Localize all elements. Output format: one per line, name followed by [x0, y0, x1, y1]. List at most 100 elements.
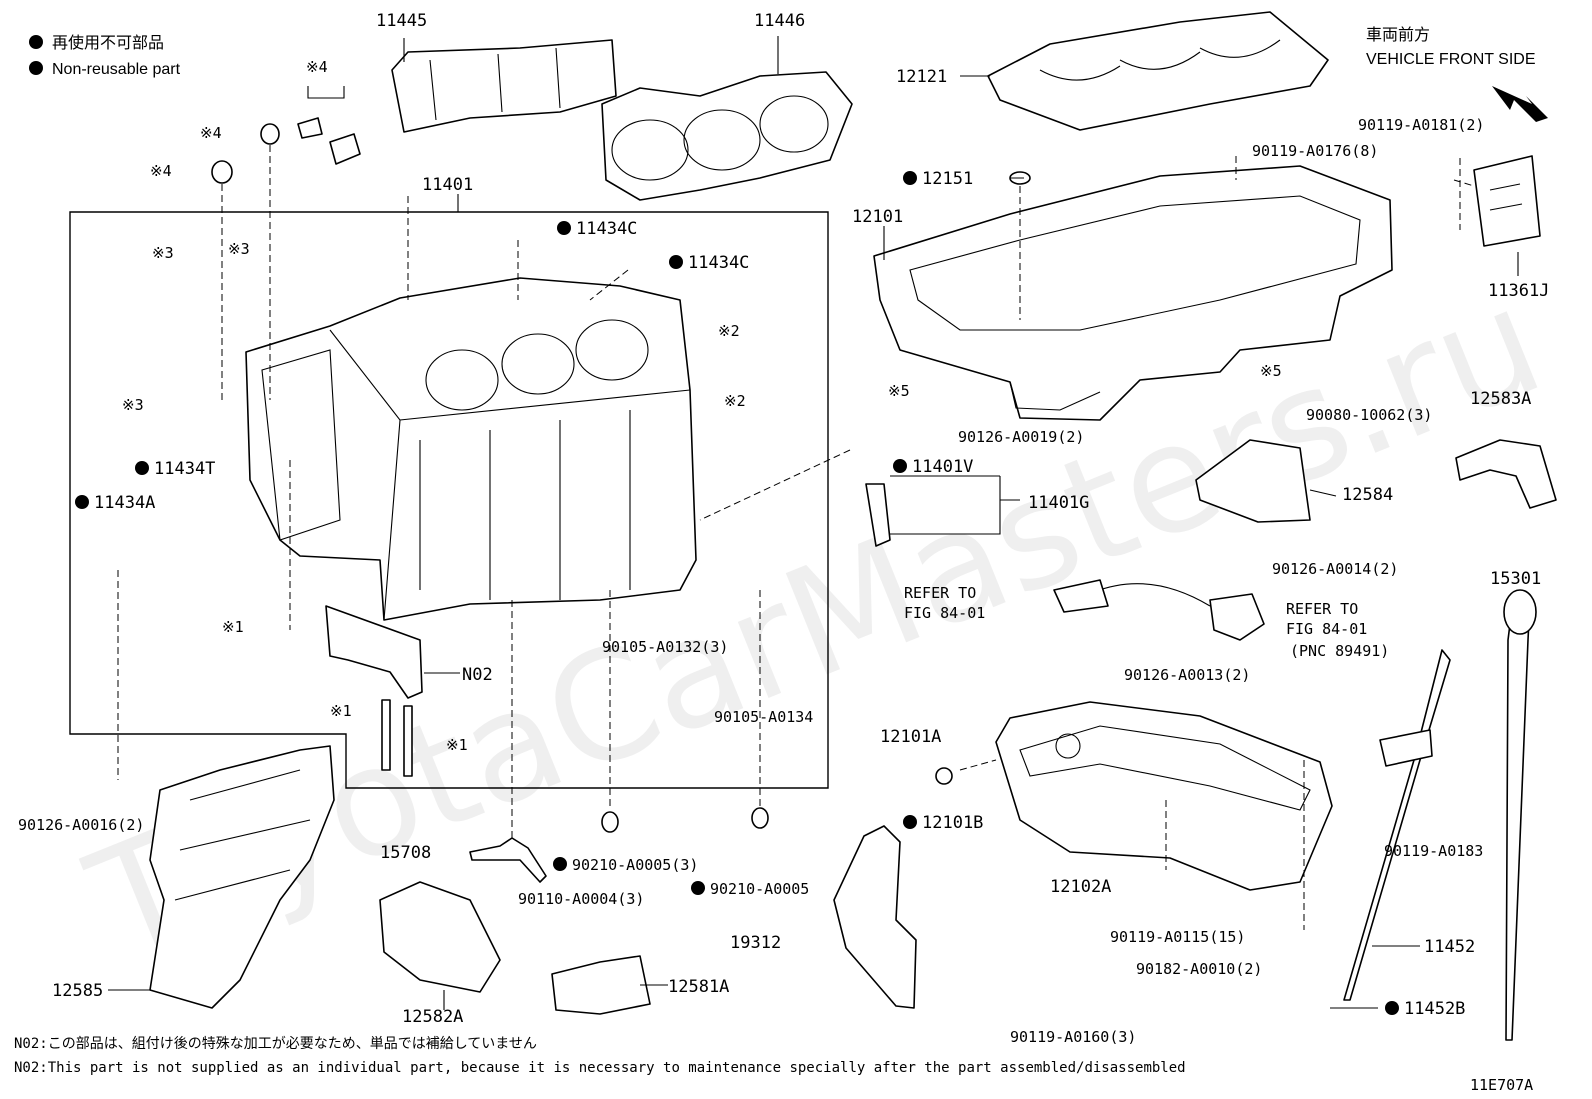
seal-part: [211, 160, 233, 184]
ref-mark-1: ※1: [222, 618, 244, 636]
oil-pan-upper-12101-part: [873, 165, 1393, 421]
callout-90119-A0183: 90119-A0183: [1384, 842, 1483, 860]
seal-part: [935, 767, 953, 785]
callout-12101B: 12101B: [922, 813, 983, 833]
ref-mark-3: ※3: [122, 396, 144, 414]
callout-90080-10062: 90080-10062(3): [1306, 406, 1432, 424]
callout-90210-A0005-3: 90210-A0005(3): [572, 856, 698, 874]
front-arrow-icon: [1492, 86, 1548, 122]
ref-mark-3: ※3: [152, 244, 174, 262]
dipstick-guide-bracket: [1379, 729, 1433, 767]
callout-11452: 11452: [1424, 937, 1475, 957]
callout-12585: 12585: [52, 981, 103, 1001]
callout-90110-A0004: 90110-A0004(3): [518, 890, 644, 908]
bolt-part: [381, 699, 391, 771]
callout-15301: 15301: [1490, 569, 1541, 589]
callout-90126-A0013: 90126-A0013(2): [1124, 666, 1250, 684]
baffle-plate-12121-part: [987, 11, 1329, 131]
callout-90105-A0132: 90105-A0132(3): [602, 638, 728, 656]
ref-mark-3: ※3: [228, 240, 250, 258]
seal-part: [601, 811, 619, 833]
direction-en: VEHICLE FRONT SIDE: [1366, 51, 1536, 68]
callout-11434C-a: 11434C: [576, 219, 637, 239]
callout-11452B: 11452B: [1404, 999, 1465, 1019]
refer-2-line-b: FIG 84-01: [1286, 620, 1367, 638]
ref-mark-1: ※1: [330, 702, 352, 720]
ref-mark-4: ※4: [150, 162, 172, 180]
bolt-part: [403, 705, 413, 777]
callout-N02: N02: [462, 665, 493, 685]
ref-mark-2: ※2: [724, 392, 746, 410]
seal-part: [751, 807, 769, 829]
ref-mark-4: ※4: [200, 124, 222, 142]
legend-bullet-icon: [29, 61, 43, 75]
cover-11445-part: [391, 39, 617, 133]
bearing-cap-N02-part: [325, 605, 423, 699]
callout-11401: 11401: [422, 175, 473, 195]
insulator-12583A-part: [1455, 439, 1557, 509]
callout-11434T: 11434T: [154, 459, 215, 479]
callout-12102A: 12102A: [1050, 877, 1111, 897]
callout-11401V: 11401V: [912, 457, 973, 477]
ref-mark-1: ※1: [446, 736, 468, 754]
legend-ja: 再使用不可部品: [52, 34, 164, 52]
callout-12584: 12584: [1342, 485, 1393, 505]
callout-11361J: 11361J: [1488, 281, 1549, 301]
refer-1-line-a: REFER TO: [904, 584, 976, 602]
callout-15708: 15708: [380, 843, 431, 863]
insulator-12581A-part: [551, 955, 651, 1015]
direction-ja: 車両前方: [1366, 26, 1430, 44]
callout-90119-A0181: 90119-A0181(2): [1358, 116, 1484, 134]
dipstick-15301-part: [1505, 591, 1531, 1041]
refer-2-line-a: REFER TO: [1286, 600, 1358, 618]
callout-90119-A0176: 90119-A0176(8): [1252, 142, 1378, 160]
callout-90126-A0019: 90126-A0019(2): [958, 428, 1084, 446]
ref-mark-4: ※4: [306, 58, 328, 76]
figure-code: 11E707A: [1470, 1076, 1533, 1094]
callout-12582A: 12582A: [402, 1007, 463, 1027]
oil-level-sensor-part: [1209, 593, 1265, 641]
callout-90182-A0010: 90182-A0010(2): [1136, 960, 1262, 978]
note-ja: N02:この部品は、組付け後の特殊な加工が必要なため、単品では補給していません: [14, 1036, 537, 1052]
callout-19312: 19312: [730, 933, 781, 953]
callout-12151: 12151: [922, 169, 973, 189]
callout-11401G: 11401G: [1028, 493, 1089, 513]
insulator-11446-part: [601, 71, 853, 201]
plate-11361J-part: [1473, 155, 1541, 247]
callout-12581A: 12581A: [668, 977, 729, 997]
callout-90119-A0115: 90119-A0115(15): [1110, 928, 1245, 946]
sensor-11401G-part: [865, 483, 891, 547]
callout-12121: 12121: [896, 67, 947, 87]
plug-part: [297, 117, 323, 139]
insulator-12585-part: [149, 745, 335, 1009]
switch-part: [329, 133, 361, 165]
oil-jet-15708-part: [469, 837, 547, 883]
refer-1-line-b: FIG 84-01: [904, 604, 985, 622]
callout-12583A: 12583A: [1470, 389, 1531, 409]
bracket-19312-part: [833, 825, 917, 1009]
legend-bullet-icon: [29, 35, 43, 49]
callout-11445: 11445: [376, 11, 427, 31]
callout-90210-A0005: 90210-A0005: [710, 880, 809, 898]
callout-11434A: 11434A: [94, 493, 155, 513]
callout-11434C-b: 11434C: [688, 253, 749, 273]
legend: 再使用不可部品 Non-reusable part: [29, 34, 181, 78]
legend-en: Non-reusable part: [52, 61, 181, 78]
oil-pan-lower-12102A-part: [995, 701, 1333, 891]
callout-90119-A0160: 90119-A0160(3): [1010, 1028, 1136, 1046]
callout-90126-A0014: 90126-A0014(2): [1272, 560, 1398, 578]
refer-2-line-c: (PNC 89491): [1290, 642, 1389, 660]
assembly-frame-11401: [69, 211, 829, 789]
callout-12101: 12101: [852, 207, 903, 227]
insulator-12582A-part: [379, 881, 501, 993]
callout-12101A: 12101A: [880, 727, 941, 747]
note-en: N02:This part is not supplied as an indi…: [14, 1060, 1186, 1076]
ref-mark-5: ※5: [1260, 362, 1282, 380]
callout-90105-A0134: 90105-A0134: [714, 708, 813, 726]
cylinder-block-11401-part: [245, 277, 697, 621]
callout-11446: 11446: [754, 11, 805, 31]
insulator-12584-part: [1195, 439, 1311, 523]
callout-90126-A0016: 90126-A0016(2): [18, 816, 144, 834]
ref-mark-5: ※5: [888, 382, 910, 400]
